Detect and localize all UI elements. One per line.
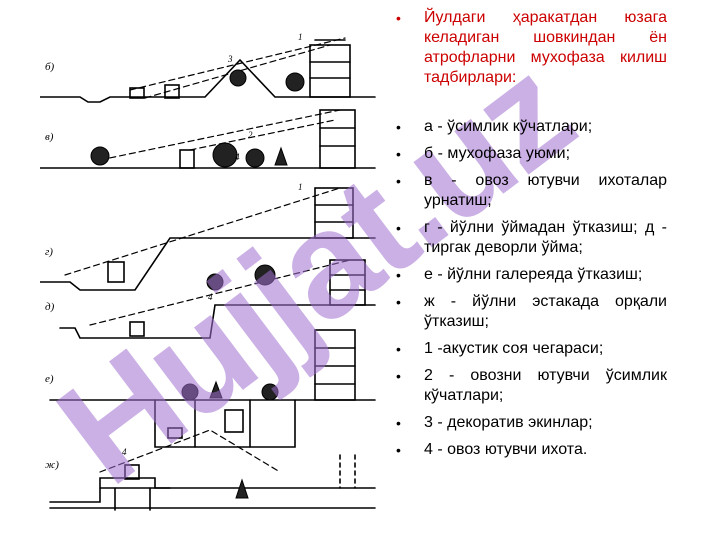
callout-3: 3: [227, 54, 233, 64]
panel-label-v: в): [45, 131, 54, 143]
list-item: •2 - овозни ютувчи ўсимлик кўчатлари;: [396, 367, 667, 404]
callout-4-d: 4: [208, 292, 213, 302]
panel-label-e: е): [45, 373, 54, 385]
panel-label-b: б): [45, 61, 55, 73]
callout-4: 4: [235, 152, 240, 162]
list-title: •Йулдаги ҳаракатдан юзага келадиган шовк…: [396, 9, 667, 86]
shrub-icon: [229, 69, 247, 87]
tree-icon: [209, 380, 223, 399]
callout-1-g: 1: [298, 182, 303, 192]
list-item: •4 - овоз ютувчи ихота.: [396, 441, 588, 458]
shrub-icon: [285, 72, 305, 92]
legend-list: •Йулдаги ҳаракатдан юзага келадиган шовк…: [392, 8, 667, 460]
panel-d-drawing: [59, 259, 376, 339]
panel-g-drawing: [40, 187, 376, 291]
list-item: •е - йўлни галереяда ўтказиш;: [396, 266, 643, 283]
shrub-icon: [90, 146, 110, 166]
tree-icon: [274, 146, 288, 166]
panel-label-g: г): [45, 246, 53, 258]
panel-e-drawing: [49, 329, 376, 448]
callout-1: 1: [298, 32, 303, 42]
panel-b-drawing: [40, 37, 376, 103]
list-item: •3 - декоратив экинлар;: [396, 414, 593, 431]
panel-label-zh: ж): [45, 459, 59, 471]
figure-canvas: б) в) г) д) е) ж) 1 3 2 4 1 4 4: [40, 32, 376, 511]
shrub-icon: [245, 148, 265, 168]
shrub-icon: [206, 273, 224, 291]
shrub-icon: [254, 264, 276, 286]
panel-v-drawing: [40, 109, 376, 169]
shrub-icon: [181, 383, 199, 401]
panel-label-d: д): [45, 301, 55, 313]
legend-list-container: •Йулдаги ҳаракатдан юзага келадиган шовк…: [392, 8, 667, 467]
callout-2: 2: [248, 130, 253, 140]
list-item: •б - мухофаза уюми;: [396, 145, 571, 162]
list-item: •в - овоз ютувчи ихоталар урнатиш;: [396, 172, 667, 209]
callout-4-zh: 4: [122, 447, 127, 457]
list-item: •ж - йўлни эстакада орқали ўтказиш;: [396, 293, 667, 330]
shrub-icon: [212, 142, 238, 168]
noise-protection-figure: б) в) г) д) е) ж) 1 3 2 4 1 4 4: [40, 10, 385, 530]
list-item: •1 -акустик соя чегараси;: [396, 340, 604, 357]
list-item: •а - ўсимлик кўчатлари;: [396, 118, 593, 135]
panel-zh-drawing: [49, 429, 376, 511]
list-item: •г - йўлни ўймадан ўтказиш; д - тиргак д…: [396, 219, 667, 256]
shrub-icon: [261, 383, 279, 401]
tree-icon: [235, 478, 249, 499]
